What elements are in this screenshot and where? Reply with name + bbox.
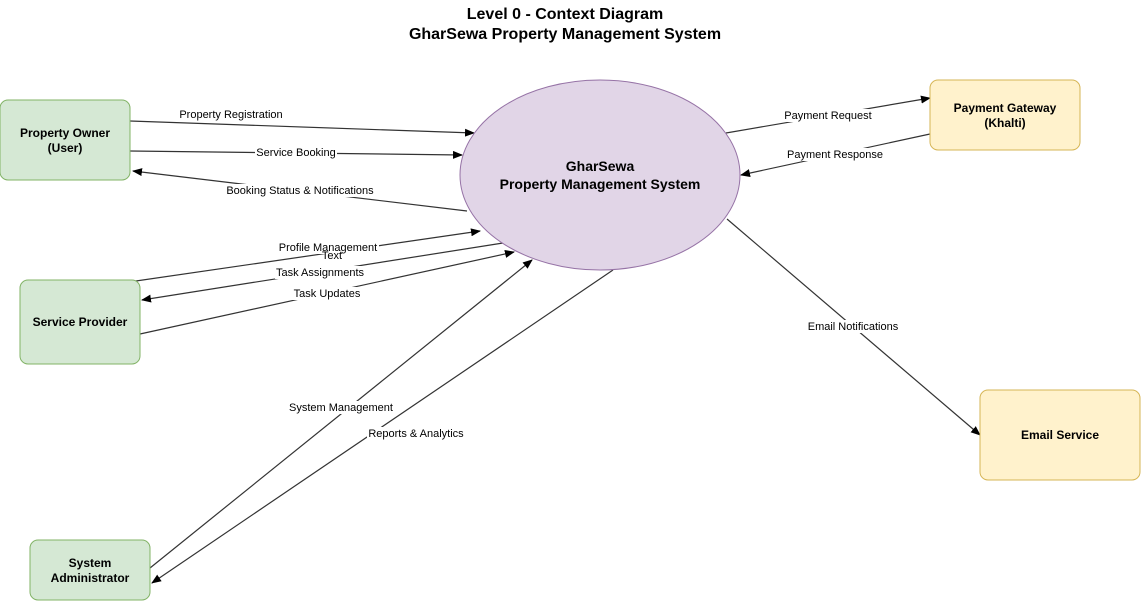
diagram-subtitle: GharSewa Property Management System bbox=[408, 26, 722, 43]
label-system-management: System Management bbox=[289, 402, 393, 414]
central-process bbox=[459, 79, 741, 271]
entity-property-owner bbox=[0, 99, 131, 181]
flow-reports-analytics bbox=[151, 269, 614, 584]
label-booking-status: Booking Status & Notifications bbox=[226, 185, 374, 197]
system-admin-sublabel: Administrator bbox=[51, 571, 130, 585]
label-payment-response: Payment Response bbox=[787, 149, 883, 161]
process-label-line1: GharSewa bbox=[566, 158, 635, 174]
system-admin-label: System bbox=[69, 556, 112, 570]
flow-property-registration bbox=[129, 120, 475, 137]
entity-system-administrator bbox=[29, 539, 151, 601]
property-owner-sublabel: (User) bbox=[48, 141, 83, 155]
payment-gateway-label: Payment Gateway bbox=[954, 101, 1057, 115]
label-email-notifications: Email Notifications bbox=[808, 321, 899, 333]
property-owner-label: Property Owner bbox=[20, 126, 110, 140]
flow-labels: Property Registration Service Booking Bo… bbox=[178, 108, 901, 440]
label-task-updates: Task Updates bbox=[294, 288, 361, 300]
entity-service-provider bbox=[19, 279, 141, 365]
email-service-label: Email Service bbox=[1021, 428, 1099, 442]
entity-payment-gateway bbox=[929, 79, 1081, 151]
label-profile-management: Profile Management bbox=[279, 242, 377, 254]
entity-email-service bbox=[979, 389, 1141, 481]
payment-gateway-sublabel: (Khalti) bbox=[984, 116, 1025, 130]
label-reports-analytics: Reports & Analytics bbox=[368, 428, 464, 440]
label-payment-request: Payment Request bbox=[784, 110, 871, 122]
flow-profile-management bbox=[128, 228, 481, 283]
label-task-assignments: Task Assignments bbox=[276, 267, 365, 279]
label-property-registration: Property Registration bbox=[179, 109, 282, 121]
label-text: Text bbox=[322, 250, 342, 262]
process-label-line2: Property Management System bbox=[500, 176, 701, 192]
label-service-booking: Service Booking bbox=[256, 147, 336, 159]
service-provider-label: Service Provider bbox=[33, 315, 128, 329]
diagram-title: Level 0 - Context Diagram bbox=[466, 6, 664, 23]
